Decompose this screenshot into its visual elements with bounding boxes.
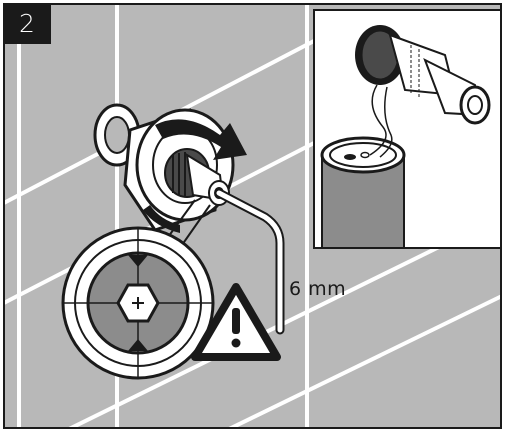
illustration-canvas bbox=[5, 5, 500, 427]
rotation-arrow-icon bbox=[143, 119, 247, 233]
warning-triangle-icon bbox=[191, 283, 281, 361]
illustration-frame bbox=[3, 3, 502, 429]
inset-detail-panel bbox=[313, 9, 500, 249]
hex-key-icon bbox=[214, 188, 285, 335]
threaded-cartridge bbox=[164, 148, 230, 206]
detail-magnifier bbox=[61, 226, 215, 380]
hex-key-size-label: 6 mm bbox=[289, 278, 347, 300]
step-number-badge: 2 bbox=[3, 3, 51, 44]
